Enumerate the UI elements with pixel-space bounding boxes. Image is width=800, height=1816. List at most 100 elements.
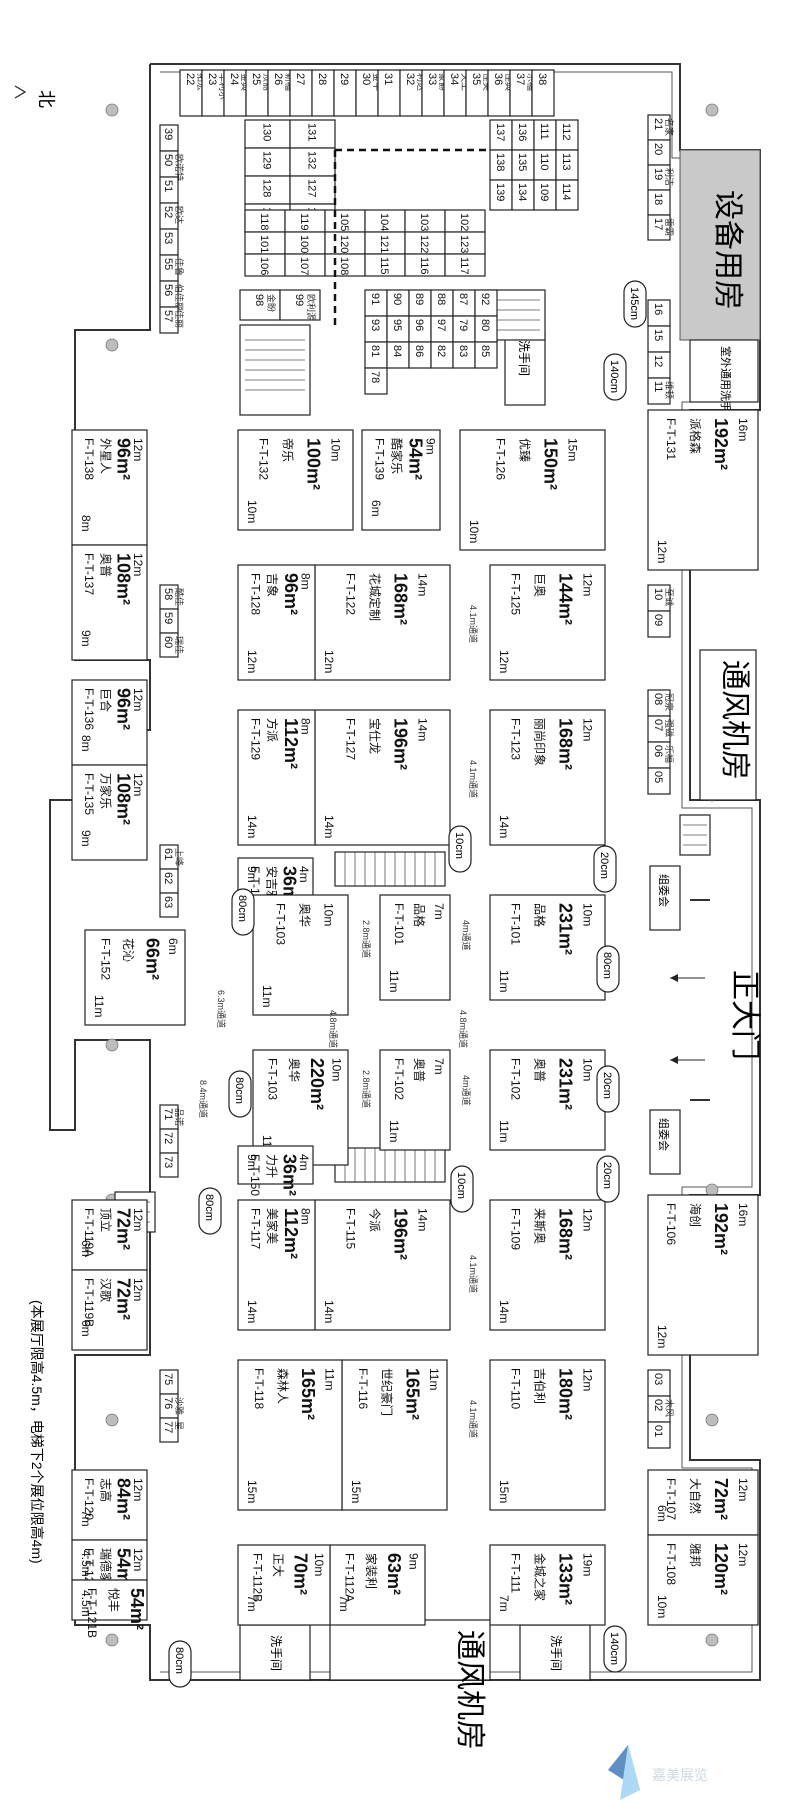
small-booth-top-31[interactable]: 31 [377,69,401,117]
small-booth-d-87[interactable]: 87 [452,289,476,317]
small-booth-right-15[interactable]: 15 [647,325,671,353]
small-booth-d-82[interactable]: 82 [430,341,454,369]
small-booth-left-53[interactable]: 53 [159,228,179,256]
small-booth-right-09[interactable]: 09 [647,610,671,638]
small-booth-c-102[interactable]: 102 [444,209,486,233]
small-booth-right-12[interactable]: 12 [647,351,671,379]
small-booth-c-122[interactable]: 122 [404,231,446,255]
small-booth-d-81[interactable]: 81 [364,341,388,369]
small-booth-c-108[interactable]: 108 [324,253,366,277]
small-booth-left-39[interactable]: 39 [159,124,179,152]
small-booth-c-117[interactable]: 117 [444,253,486,277]
small-booth-b-128[interactable]: 128 [244,175,291,205]
small-booth-a-109[interactable]: 109 [533,179,557,211]
small-booth-d-90[interactable]: 90 [386,289,410,317]
small-booth-d-83[interactable]: 83 [452,341,476,369]
small-booth-c-101[interactable]: 101 [244,231,286,255]
small-booth-c-104[interactable]: 104 [364,209,406,233]
small-booth-right-03[interactable]: 03 [647,1369,671,1397]
small-booth-c-105[interactable]: 105 [324,209,366,233]
small-booth-right-20[interactable]: 20 [647,139,671,166]
small-booth-a-137[interactable]: 137 [489,119,513,151]
small-booth-a-139[interactable]: 139 [489,179,513,211]
small-booth-c-119[interactable]: 119 [284,209,326,233]
small-booth-top-38[interactable]: 38 [531,69,555,117]
small-booth-d-80[interactable]: 80 [474,315,498,343]
small-booth-d-93[interactable]: 93 [364,315,388,343]
small-booth-left-51[interactable]: 51 [159,176,179,204]
small-booth-mid-72[interactable]: 72 [159,1128,179,1154]
small-booth-c-118[interactable]: 118 [244,209,286,233]
small-booth-b-130[interactable]: 130 [244,119,291,149]
small-booth-c-107[interactable]: 107 [284,253,326,277]
small-booth-a-110[interactable]: 110 [533,149,557,181]
small-booth-d-79[interactable]: 79 [452,315,476,343]
small-booth-d-86[interactable]: 86 [408,341,432,369]
small-booth-b-132[interactable]: 132 [289,147,336,177]
small-booth-d-91[interactable]: 91 [364,289,388,317]
small-booth-d-97[interactable]: 97 [430,315,454,343]
small-booth-d-96[interactable]: 96 [408,315,432,343]
small-booth-d-92[interactable]: 92 [474,289,498,317]
small-booth-c-100[interactable]: 100 [284,231,326,255]
small-booth-a-113[interactable]: 113 [555,149,579,181]
small-booth-b-129[interactable]: 129 [244,147,291,177]
small-booth-b-127[interactable]: 127 [289,175,336,205]
small-booth-c-103[interactable]: 103 [404,209,446,233]
small-booth-a-114[interactable]: 114 [555,179,579,211]
small-booth-a-111[interactable]: 111 [533,119,557,151]
small-booth-mid-63[interactable]: 63 [159,892,179,918]
small-booth-c-121[interactable]: 121 [364,231,406,255]
small-booth-c-116[interactable]: 116 [404,253,446,277]
small-booth-mid-75[interactable]: 75 [159,1369,179,1395]
small-booth-mid-73[interactable]: 73 [159,1152,179,1178]
small-booth-top-29[interactable]: 29 [333,69,357,117]
small-booth-right-05[interactable]: 05 [647,767,671,795]
small-booth-d-88[interactable]: 88 [430,289,454,317]
small-booth-mid-62[interactable]: 62 [159,868,179,894]
small-booth-b-131[interactable]: 131 [289,119,336,149]
small-booth-right-18[interactable]: 18 [647,189,671,216]
small-booth-a-134[interactable]: 134 [511,179,535,211]
